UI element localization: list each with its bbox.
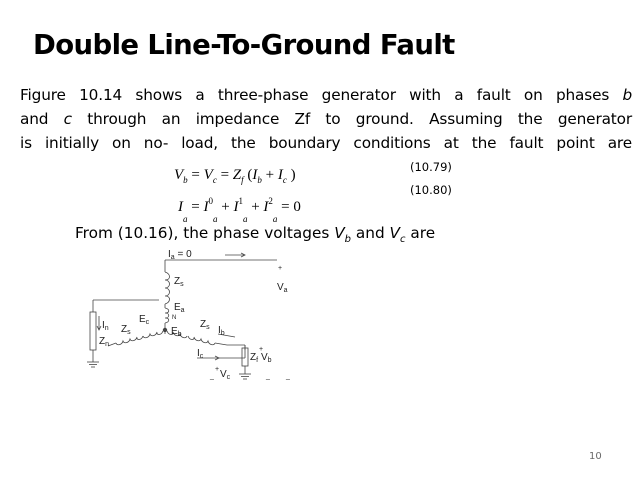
minus-3: _ bbox=[285, 373, 290, 380]
eb-label: Eb bbox=[171, 326, 182, 338]
zs-right-coil bbox=[187, 335, 216, 346]
minus-2: _ bbox=[265, 373, 270, 380]
paragraph-run: and bbox=[20, 110, 64, 128]
zs-top-label: Zs bbox=[174, 276, 184, 288]
n-node-label: N bbox=[172, 315, 176, 321]
paragraph-line-2: and c through an impedance Zf to ground.… bbox=[20, 107, 632, 131]
body-paragraph: Figure 10.14 shows a three-phase generat… bbox=[20, 83, 632, 155]
va-label: Va bbox=[277, 282, 288, 294]
zn-label: Zn bbox=[99, 336, 109, 348]
zn-box bbox=[89, 311, 97, 351]
ic-label: Ic bbox=[197, 348, 204, 360]
ec-label: Ec bbox=[139, 314, 150, 326]
paragraph-run: through an impedance Zf to ground. Assum… bbox=[71, 110, 632, 128]
equation-number-10-79: (10.79) bbox=[410, 160, 452, 174]
paragraph-line-3: is initially on no- load, the boundary c… bbox=[20, 131, 632, 155]
fault-circuit-diagram: Ia = 0 + Zs Va Ea N Ec Eb Zs Zs In Zn Ib… bbox=[87, 250, 290, 381]
plus-va: + bbox=[278, 265, 282, 272]
ia-label: Ia = 0 bbox=[168, 250, 192, 261]
zs-left-label: Zs bbox=[121, 324, 131, 336]
ea-label: Ea bbox=[174, 302, 185, 314]
paragraph-run: b bbox=[622, 86, 632, 104]
plus-vc: + bbox=[215, 366, 219, 373]
equation-number-10-80: (10.80) bbox=[410, 183, 452, 197]
ec-coil bbox=[142, 330, 164, 339]
page-number: 10 bbox=[589, 451, 602, 462]
zf-label: Zf bbox=[250, 352, 258, 364]
ib-label: Ib bbox=[218, 325, 225, 337]
in-label: In bbox=[102, 320, 109, 332]
minus-1: _ bbox=[209, 373, 214, 380]
eb-coil bbox=[166, 330, 188, 339]
equation-10-80: Ia = I0a + I1a + I2a = 0 bbox=[178, 196, 301, 224]
phase-voltage-intro: From (10.16), the phase voltages Vb and … bbox=[75, 224, 436, 246]
paragraph-run: c bbox=[63, 110, 72, 128]
zs-top-coil bbox=[164, 271, 170, 305]
vc-label: Vc bbox=[220, 369, 231, 381]
slide-title: Double Line-To-Ground Fault bbox=[33, 29, 455, 61]
equation-10-79: Vb = Vc = Zf (Ib + Ic ) bbox=[174, 167, 296, 185]
paragraph-run: Figure 10.14 shows a three-phase generat… bbox=[20, 86, 623, 104]
zs-right-label: Zs bbox=[200, 319, 210, 331]
ea-coil bbox=[164, 307, 170, 324]
plus-vb: + bbox=[259, 346, 263, 353]
paragraph-run: is initially on no- load, the boundary c… bbox=[20, 134, 632, 152]
zs-left-coil bbox=[115, 335, 144, 346]
vb-label: Vb bbox=[261, 352, 272, 364]
paragraph-line-1: Figure 10.14 shows a three-phase generat… bbox=[20, 83, 632, 107]
